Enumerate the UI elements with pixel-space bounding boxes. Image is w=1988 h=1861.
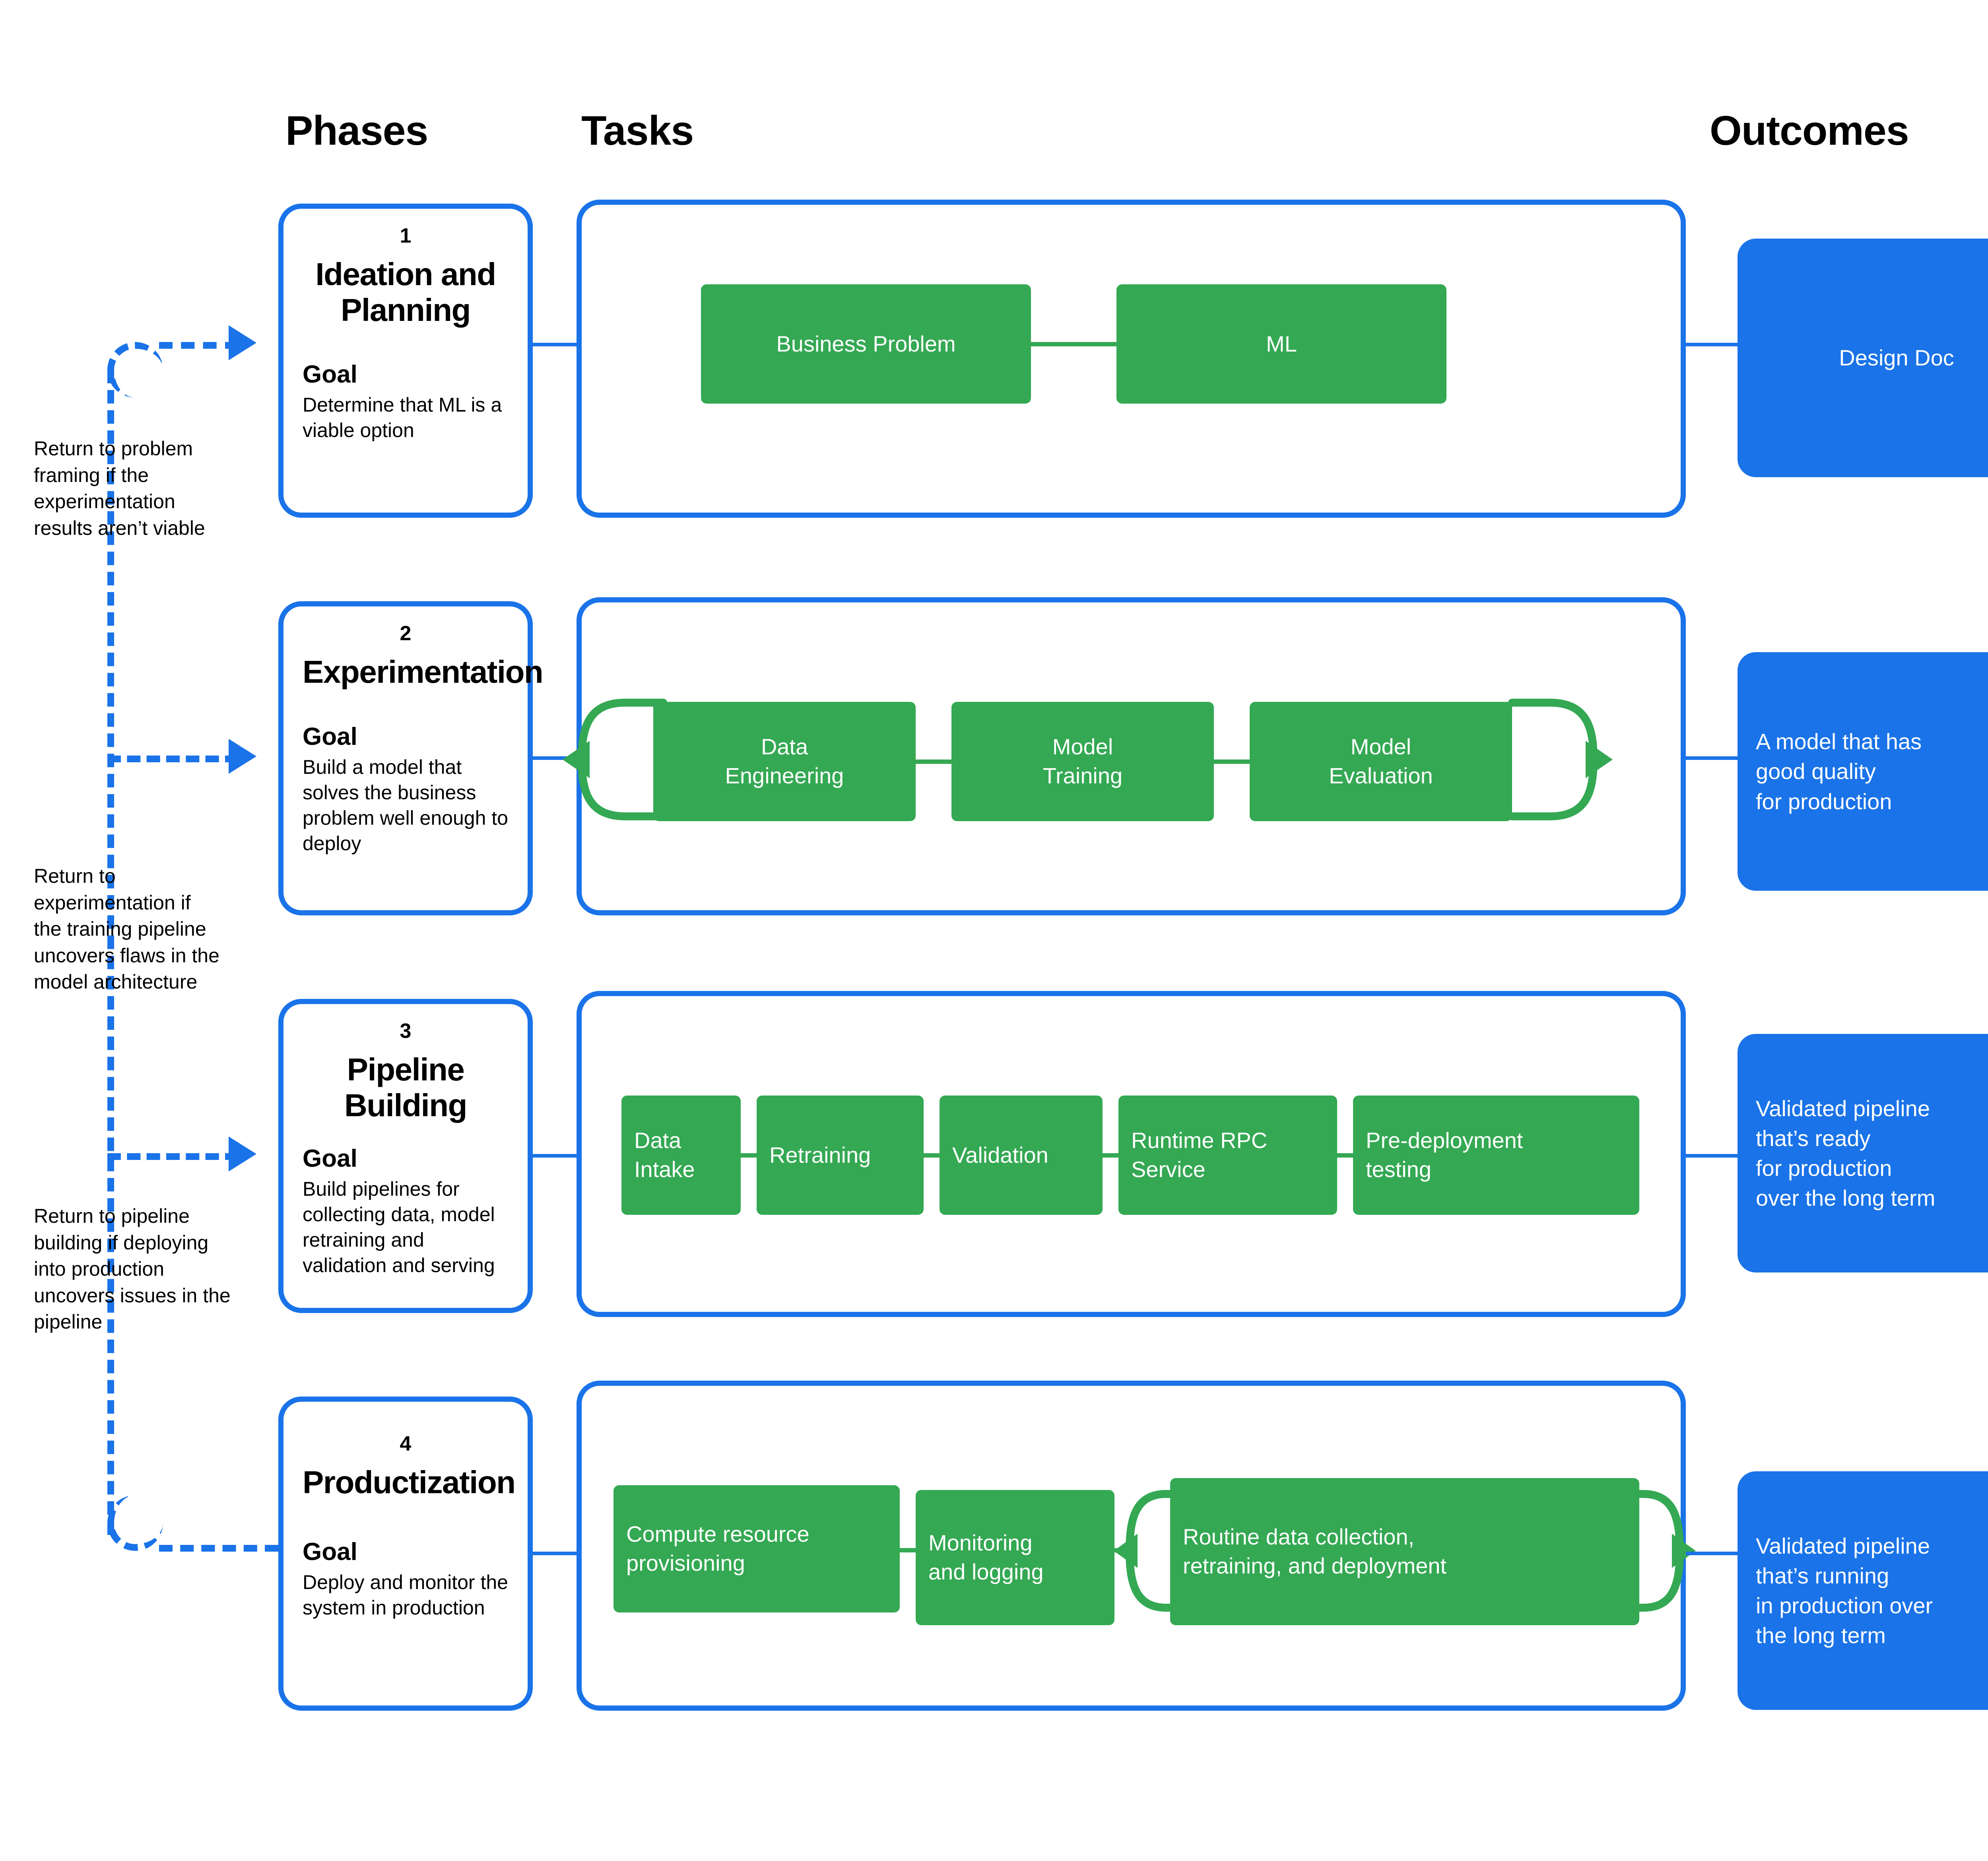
connector-phase3-to-tasks3 (533, 1154, 577, 1158)
outcome-box-3[interactable]: Validated pipeline that’s ready for prod… (1738, 1034, 1988, 1272)
loop-arrow-left-4 (1114, 1490, 1196, 1612)
task-box-2-2[interactable]: Model Training (951, 702, 1214, 821)
phase-number-3: 3 (400, 1020, 412, 1043)
phase-number-4: 4 (400, 1432, 412, 1455)
tasks-panel-3: Data Intake Retraining Validation Runtim… (577, 991, 1686, 1317)
connector-phase1-to-tasks1 (533, 343, 577, 346)
phase-card-3[interactable]: 3 Pipeline Building Goal Build pipelines… (278, 999, 533, 1313)
phase-goal-label-3: Goal (303, 1145, 357, 1173)
task-connector-1-1 (1031, 342, 1116, 346)
task-box-3-5[interactable]: Pre-deployment testing (1353, 1096, 1639, 1215)
task-connector-2-2 (1214, 760, 1250, 764)
note-return-pipeline-building: Return to pipeline building if deploying… (34, 1205, 231, 1333)
task-box-2-1[interactable]: Data Engineering (653, 702, 916, 821)
task-box-3-3[interactable]: Validation (940, 1096, 1103, 1215)
feedback-arrowhead-1 (229, 325, 256, 360)
note-return-problem-framing: Return to problem framing if the experim… (34, 437, 205, 539)
connector-tasks1-to-outcome1 (1686, 343, 1738, 346)
tasks-panel-4: Compute resource provisioning Monitoring… (577, 1381, 1696, 1711)
outcome-box-2[interactable]: A model that has good quality for produc… (1738, 652, 1988, 891)
task-box-4-3[interactable]: Routine data collection, retraining, and… (1170, 1478, 1639, 1625)
phase-goal-label-2: Goal (303, 723, 357, 750)
phase-title-4: Productization (303, 1465, 516, 1500)
feedback-arrowhead-3 (229, 1136, 256, 1171)
connector-phase4-to-tasks4 (533, 1552, 577, 1555)
task-connector-3-2 (924, 1153, 940, 1158)
phase-goal-text-3: Build pipelines for collecting data, mod… (303, 1178, 495, 1277)
connector-tasks4-to-outcome4 (1686, 1552, 1738, 1555)
phase-goal-text-1: Determine that ML is a viable option (303, 394, 502, 442)
column-header-tasks: Tasks (581, 108, 694, 154)
column-header-phases: Phases (285, 108, 428, 154)
outcome-box-1[interactable]: Design Doc (1738, 239, 1988, 477)
feedback-corner-4 (107, 1495, 163, 1551)
phase-card-1[interactable]: 1 Ideation and Planning Goal Determine t… (278, 204, 533, 518)
connector-tasks3-to-outcome3 (1686, 1154, 1738, 1158)
task-box-4-1[interactable]: Compute resource provisioning (613, 1485, 900, 1612)
phase-number-1: 1 (400, 224, 412, 247)
task-box-3-2[interactable]: Retraining (757, 1096, 924, 1215)
feedback-arrowhead-2 (229, 739, 256, 774)
phase-goal-text-4: Deploy and monitor the system in product… (303, 1571, 508, 1619)
phase-card-2[interactable]: 2 Experimentation Goal Build a model tha… (278, 601, 544, 915)
feedback-branch-3 (107, 1153, 239, 1160)
task-box-2-3[interactable]: Model Evaluation (1250, 702, 1512, 821)
phase-number-2: 2 (400, 622, 412, 645)
tasks-panel-1: Business Problem ML (577, 200, 1686, 518)
task-box-4-2[interactable]: Monitoring and logging (916, 1490, 1114, 1625)
loop-arrow-right-2 (1508, 699, 1613, 820)
column-header-outcomes: Outcomes (1710, 108, 1909, 154)
task-connector-3-3 (1103, 1153, 1118, 1158)
feedback-branch-4 (159, 1545, 278, 1552)
phase-goal-text-2: Build a model that solves the business p… (303, 756, 508, 855)
task-connector-4-1 (900, 1548, 916, 1552)
note-return-experimentation: Return to experimentation if the trainin… (34, 865, 219, 993)
task-box-1-1[interactable]: Business Problem (701, 284, 1031, 404)
task-box-3-1[interactable]: Data Intake (621, 1096, 741, 1215)
task-connector-3-4 (1337, 1153, 1353, 1158)
phase-title-3: Pipeline Building (344, 1052, 467, 1123)
phase-card-4[interactable]: 4 Productization Goal Deploy and monitor… (278, 1397, 533, 1711)
task-box-1-2[interactable]: ML (1116, 284, 1446, 404)
task-box-3-4[interactable]: Runtime RPC Service (1118, 1096, 1337, 1215)
tasks-panel-2: Data Engineering Model Training Model Ev… (563, 597, 1686, 915)
connector-phase2-to-tasks2 (533, 756, 577, 760)
feedback-corner-1 (107, 342, 163, 398)
phase-goal-label-4: Goal (303, 1538, 357, 1566)
phase-title-2: Experimentation (303, 654, 544, 690)
phase-goal-label-1: Goal (303, 361, 357, 389)
task-connector-2-1 (916, 760, 951, 764)
feedback-spine-left (107, 370, 114, 1535)
task-connector-3-1 (741, 1153, 757, 1158)
connector-tasks2-to-outcome2 (1686, 756, 1738, 760)
loop-arrow-left-2 (563, 699, 667, 820)
feedback-branch-2 (107, 756, 239, 762)
feedback-branch-1 (159, 342, 239, 349)
phase-title-1: Ideation and Planning (315, 256, 496, 328)
loop-arrow-right-4 (1613, 1490, 1696, 1612)
outcome-box-4[interactable]: Validated pipeline that’s running in pro… (1738, 1471, 1988, 1710)
